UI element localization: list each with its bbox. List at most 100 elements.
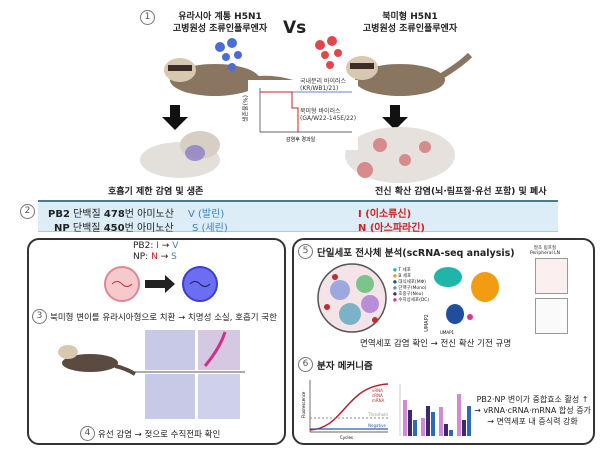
protein-desc: 단백질 (72, 223, 101, 234)
pb2-label: PB2: (133, 241, 154, 251)
mammary-histology-graphic (58, 330, 245, 419)
step-5-caption: 면역세포 감염 확인 → 전신 확산 기전 규명 (360, 339, 512, 349)
reverse-genetics-panel (27, 238, 286, 445)
survival-ylabel: 생존율(%) (242, 95, 250, 122)
ferret-illustrations (140, 36, 473, 183)
crna-label: cRNA (372, 393, 383, 398)
north-american-title-line1: 북미형 H5N1 (382, 12, 438, 22)
healthy-ferret-right (346, 52, 473, 96)
eurasian-title-line2: 고병원성 조류인플루엔자 (172, 24, 268, 34)
sick-ferret-right (345, 127, 455, 183)
umap-legend-item: ● 수지상세포(DC) (393, 298, 430, 303)
pb2-from: I (156, 241, 159, 251)
histology-zoom-image (198, 330, 240, 370)
protein-desc: 단백질 (73, 209, 101, 220)
histology-image (145, 374, 195, 419)
mutation-notation: PB2: I → V NP: N → S (133, 241, 178, 263)
substitution-arrow-icon (145, 280, 165, 288)
qpcr-ylabel: Fluorescence (301, 391, 306, 418)
eurasian-residue: S (세린) (192, 223, 228, 234)
bar-group (457, 394, 471, 436)
survival-xlabel: 감염후 경과일 (286, 136, 316, 143)
north-american-title-line2: 고병원성 조류인플루엔자 (362, 24, 458, 34)
step-5-title: 단일세포 전사체 분석(scRNA-seq analysis) (317, 248, 515, 259)
peripheral-ln-title: 말초 림프절 Peripheral LN (529, 246, 561, 256)
step-2-badge: 2 (20, 204, 35, 219)
step-6-line: → 면역세포 내 증식력 강화 (487, 417, 578, 426)
arrow: → (161, 241, 170, 251)
pb2-to: V (172, 241, 179, 251)
polymerase-activity-bar-chart (399, 384, 471, 436)
step-5-badge: 5 (298, 244, 313, 259)
viral-infection-plot-eurasian (535, 298, 568, 334)
step-4-text: 유선 감염 → 젖으로 수직전파 확인 (98, 430, 221, 440)
histology-image (145, 330, 195, 370)
step-3-badge: 3 (32, 309, 47, 324)
step-6-line: → vRNA·cRNA·mRNA 합성 증가 (474, 406, 591, 415)
eurasian-outcome: 호흡기 제한 감염 및 생존 (108, 187, 204, 197)
mutation-row-np: NP 단백질 450번 아미노산 (54, 219, 174, 234)
np-label: NP: (133, 252, 149, 262)
np-from: N (151, 252, 158, 262)
bar-group (421, 406, 435, 436)
survival-chart: 감염후 경과일 (248, 80, 358, 150)
umap-legend-item: ● T 세포 (393, 268, 411, 273)
np-to: S (171, 252, 177, 262)
qpcr-amplification-plot: vRNA cRNA mRNA Threshold Negative Cycles… (301, 380, 389, 440)
step-4-badge: 4 (80, 426, 95, 441)
north-american-survival-line (260, 91, 299, 132)
umap-legend-item: ● 단핵구(Mono) (393, 286, 427, 291)
blue-virus-particles (215, 38, 242, 71)
umap-legend: ● T 세포 ● B 세포 ● 대식세포(MΦ) ● 단핵구(Mono) ● 호… (393, 268, 429, 304)
residue-suffix: 번 아미노산 (124, 209, 174, 220)
umap-x-label: UMAP1 (440, 330, 455, 335)
umap-legend-item: ● B 세포 (393, 274, 412, 279)
step-6-badge: 6 (298, 357, 313, 372)
ferret-icon (58, 345, 137, 376)
step-6-text: PB2·NP 변이가 중합효소 활성 ↑ → vRNA·cRNA·mRNA 합성… (470, 394, 595, 427)
down-arrow-right-icon (382, 105, 408, 130)
eurasian-title: 유라시아 계통 H5N1 고병원성 조류인플루엔자 (160, 11, 280, 35)
mechanism-panel (292, 238, 595, 445)
qpcr-xlabel: Cycles (340, 435, 353, 440)
histology-zoom-image (198, 374, 240, 419)
eurasian-title-line1: 유라시아 계통 H5N1 (178, 12, 262, 22)
residue-position: 478 (103, 209, 125, 220)
survival-series-label-2: 북미형 바이러스 (GA/W22-145E/22) (300, 108, 357, 122)
mutation-table: PB2 단백질 478번 아미노산 V (발린) I (이소류신) NP 단백질… (38, 200, 558, 234)
step-6-line: PB2·NP 변이가 중합효소 활성 ↑ (476, 395, 589, 404)
negative-label: Negative (368, 423, 386, 428)
survival-series-label-1: 국내분리 바이러스 (KR/WB1/21) (300, 78, 347, 92)
viral-infection-plot-north-american (535, 258, 568, 294)
mrna-label: mRNA (372, 398, 385, 403)
north-american-residue: N (아스파라긴) (358, 223, 425, 234)
bar-group (403, 400, 417, 436)
north-american-outcome: 전신 확산 감염(뇌·림프절·유선 포함) 및 폐사 (375, 187, 547, 197)
umap-legend-item: ● 대식세포(MΦ) (393, 280, 426, 285)
immune-cells-illustration (317, 263, 387, 333)
residue-position: 450 (103, 223, 125, 234)
protein-name: NP (54, 223, 70, 234)
arrow: → (160, 252, 169, 262)
mutation-row-pb2: PB2 단백질 478번 아미노산 (48, 205, 174, 220)
red-virus-particles (315, 36, 342, 69)
north-american-residue: I (이소류신) (358, 209, 412, 220)
north-american-title: 북미형 H5N1 고병원성 조류인플루엔자 (350, 11, 470, 35)
step-1-badge: 1 (140, 10, 155, 25)
amplification-curve (309, 383, 389, 431)
vs-label: Vs (283, 18, 307, 38)
umap-legend-item: ● 호중구(Neu) (393, 292, 424, 297)
sick-ferret-left (140, 131, 220, 178)
step-3-text: 북미형 변이를 유라시아형으로 치환 → 치명성 소실, 호흡기 국한 (50, 313, 277, 323)
umap-y-label: UMAP2 (424, 314, 430, 332)
residue-suffix: 번 아미노산 (124, 223, 174, 234)
eurasian-residue: V (발린) (188, 209, 225, 220)
rna-icon (111, 281, 133, 287)
down-arrow-left-icon (162, 105, 188, 130)
umap-plot: UMAP1 (434, 267, 499, 335)
threshold-label: Threshold (367, 412, 388, 417)
vrna-label: vRNA (372, 388, 383, 393)
bar-group (439, 407, 453, 436)
virus-substitution-graphic (104, 266, 218, 302)
step-6-title: 분자 메커니즘 (317, 361, 373, 372)
